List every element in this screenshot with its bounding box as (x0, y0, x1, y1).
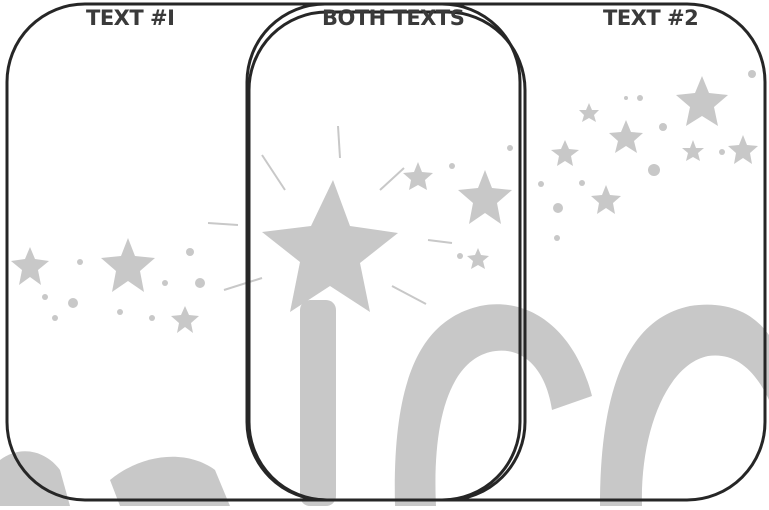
label-text-1: TEXT #I (86, 6, 174, 30)
watermark-arc (395, 304, 592, 506)
star-trail (11, 76, 758, 333)
label-both-texts: BOTH TEXTS (322, 6, 464, 30)
label-text-2: TEXT #2 (603, 6, 698, 30)
wand-stick (300, 300, 336, 506)
watermark-art (0, 70, 769, 506)
sparkle-dots (42, 70, 756, 321)
watermark-arc (0, 451, 70, 506)
wand-star-icon (262, 180, 398, 312)
left-region-outline (7, 4, 520, 500)
